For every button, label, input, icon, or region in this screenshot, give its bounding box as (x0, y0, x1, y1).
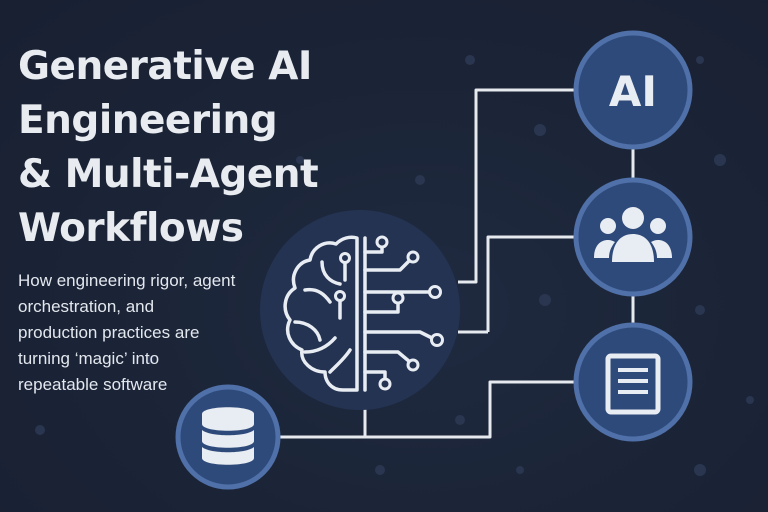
background-dots (35, 55, 754, 476)
database-icon (202, 407, 254, 465)
headline-line: Generative AI (18, 44, 312, 89)
subtitle-line: orchestration, and (18, 297, 155, 316)
team-node (573, 177, 693, 297)
subtitle: How engineering rigor, agent orchestrati… (18, 268, 278, 398)
brain-circuit-nodes (334, 235, 444, 391)
headline-line: Engineering (18, 98, 278, 143)
subtitle-line: repeatable software (18, 375, 168, 394)
brain-node (260, 210, 460, 410)
connector-lines (278, 88, 635, 439)
headline-line: Workflows (18, 206, 244, 251)
brain-circuit-icon (283, 235, 434, 392)
document-icon (605, 353, 661, 415)
headline: Generative AI Engineering & Multi-Agent … (18, 40, 319, 256)
subtitle-line: How engineering rigor, agent (18, 271, 236, 290)
ai-node: AI (573, 30, 693, 150)
ai-node-label: AI (609, 67, 657, 116)
database-node (175, 384, 281, 490)
headline-line: & Multi-Agent (18, 152, 319, 197)
subtitle-line: production practices are (18, 323, 200, 342)
subtitle-line: turning ‘magic’ into (18, 349, 160, 368)
team-icon (594, 207, 672, 262)
document-node (573, 322, 693, 442)
